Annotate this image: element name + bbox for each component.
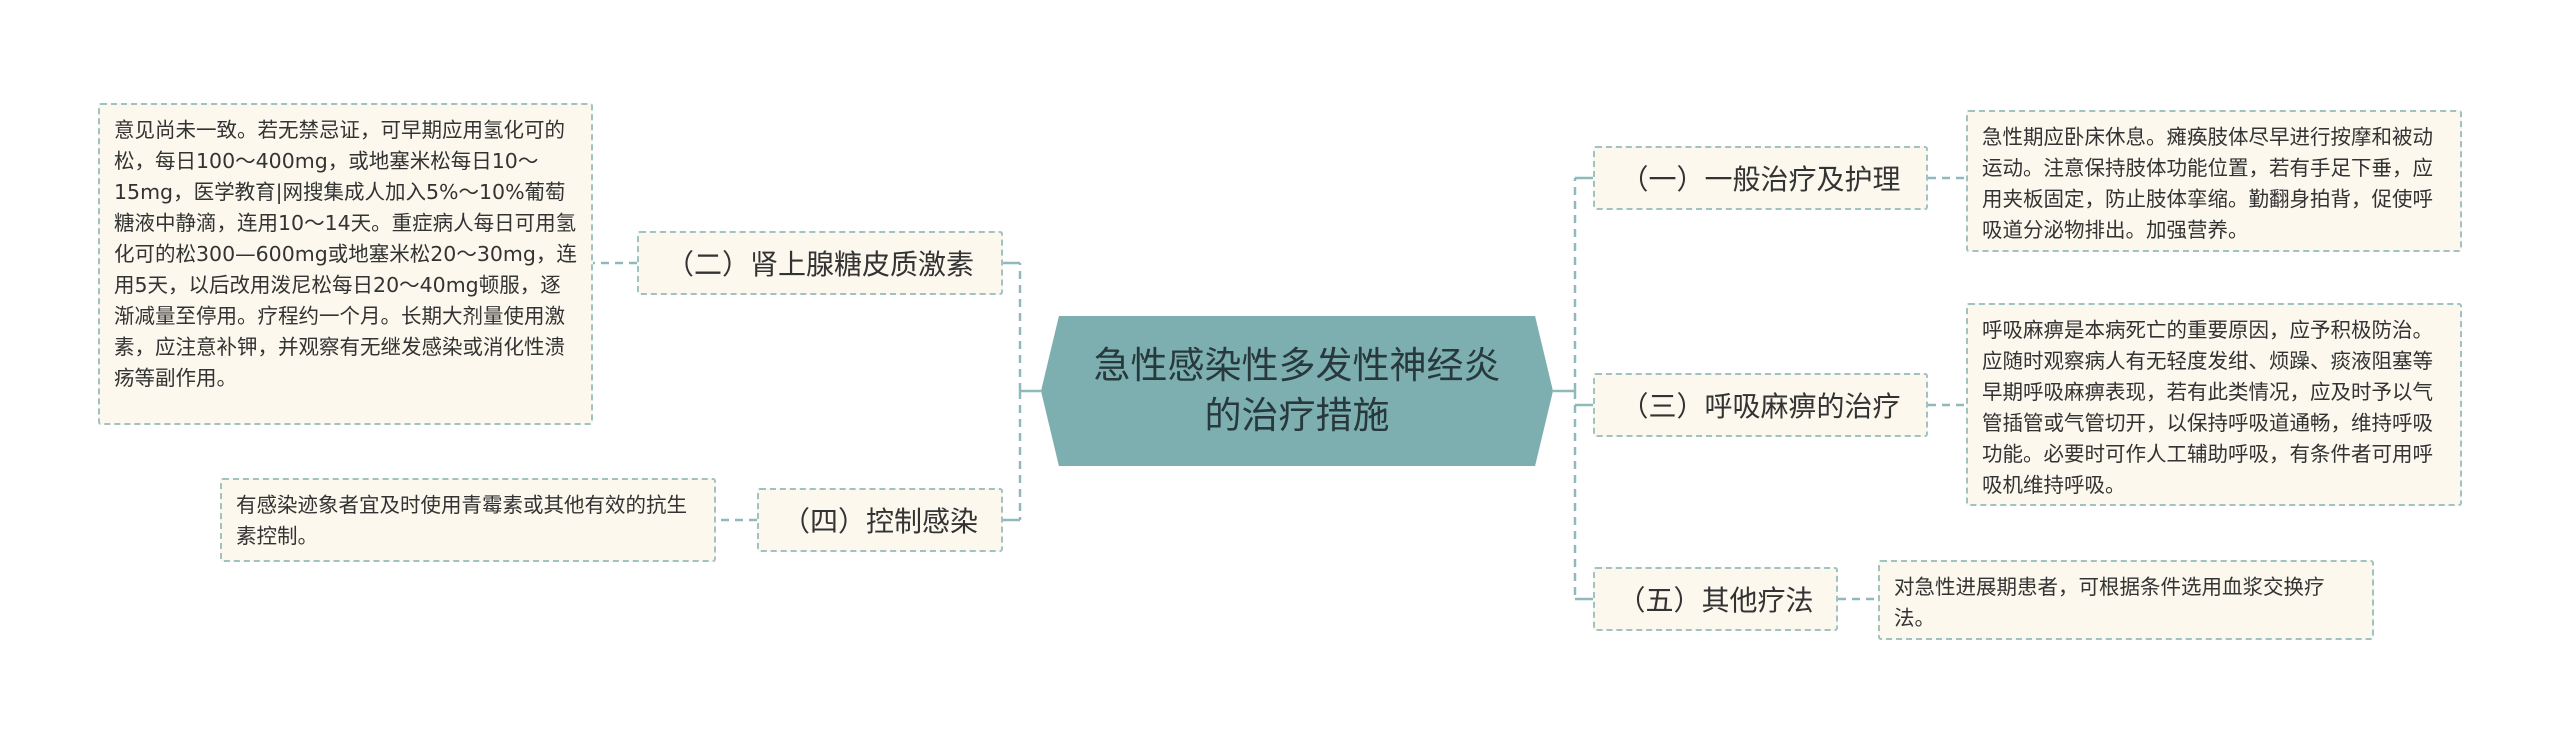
branch-infection-control-label: （四）控制感染 xyxy=(781,505,978,538)
note-respiratory-text: 呼吸麻痹是本病死亡的重要原因，应予积极防治。应随时观察病人有无轻度发绀、烦躁、痰… xyxy=(1982,318,2433,497)
note-other-therapy-text: 对急性进展期患者，可根据条件选用血浆交换疗法。 xyxy=(1894,575,2325,630)
note-respiratory[interactable]: 呼吸麻痹是本病死亡的重要原因，应予积极防治。应随时观察病人有无轻度发绀、烦躁、痰… xyxy=(1966,303,2462,506)
branch-respiratory-label: （三）呼吸麻痹的治疗 xyxy=(1620,390,1901,423)
branch-other-therapy-label: （五）其他疗法 xyxy=(1617,584,1814,617)
branch-corticosteroids[interactable]: （二）肾上腺糖皮质激素 xyxy=(637,231,1003,295)
note-infection-control[interactable]: 有感染迹象者宜及时使用青霉素或其他有效的抗生素控制。 xyxy=(220,478,716,562)
branch-general-care[interactable]: （一）一般治疗及护理 xyxy=(1593,146,1928,210)
note-general-care-text: 急性期应卧床休息。瘫痪肢体尽早进行按摩和被动运动。注意保持肢体功能位置，若有手足… xyxy=(1982,125,2433,242)
central-topic[interactable]: 急性感染性多发性神经炎的治疗措施 xyxy=(1041,316,1553,466)
central-topic-text: 急性感染性多发性神经炎的治疗措施 xyxy=(1093,344,1501,437)
branch-general-care-label: （一）一般治疗及护理 xyxy=(1620,163,1901,196)
note-infection-control-text: 有感染迹象者宜及时使用青霉素或其他有效的抗生素控制。 xyxy=(236,493,687,548)
note-corticosteroids-text: 意见尚未一致。若无禁忌证，可早期应用氢化可的松，每日100～400mg，或地塞米… xyxy=(114,118,577,390)
note-corticosteroids[interactable]: 意见尚未一致。若无禁忌证，可早期应用氢化可的松，每日100～400mg，或地塞米… xyxy=(98,103,593,425)
branch-other-therapy[interactable]: （五）其他疗法 xyxy=(1593,567,1838,631)
note-other-therapy[interactable]: 对急性进展期患者，可根据条件选用血浆交换疗法。 xyxy=(1878,560,2374,640)
branch-infection-control[interactable]: （四）控制感染 xyxy=(757,488,1003,552)
branch-corticosteroids-label: （二）肾上腺糖皮质激素 xyxy=(665,248,974,281)
branch-respiratory[interactable]: （三）呼吸麻痹的治疗 xyxy=(1593,373,1928,437)
note-general-care[interactable]: 急性期应卧床休息。瘫痪肢体尽早进行按摩和被动运动。注意保持肢体功能位置，若有手足… xyxy=(1966,110,2462,252)
